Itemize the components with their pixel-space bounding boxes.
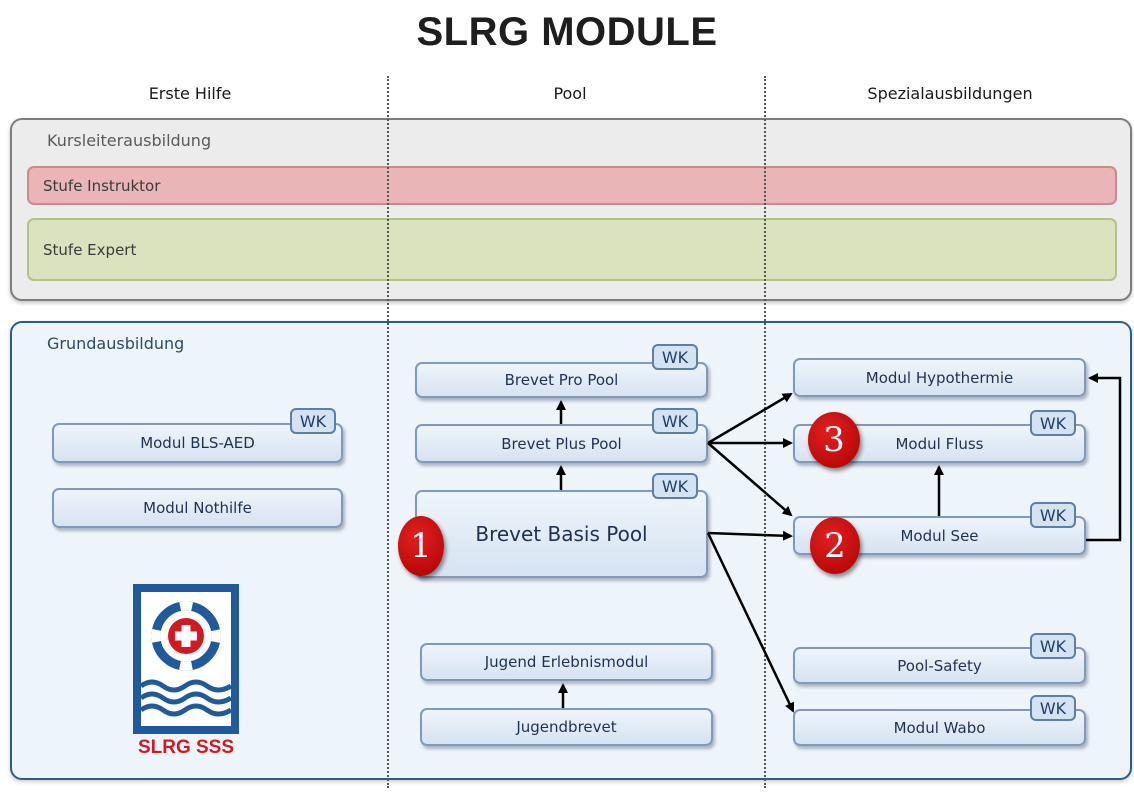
- badge-2: 2: [810, 517, 860, 574]
- column-header-pool: Pool: [553, 84, 587, 103]
- module-label: Brevet Plus Pool: [501, 434, 622, 453]
- wk-badge-fluss: WK: [1030, 410, 1076, 436]
- wk-badge-see: WK: [1030, 502, 1076, 528]
- arrow-basis-to-see: [707, 530, 793, 541]
- column-header-spezialausbildungen: Spezialausbildungen: [867, 84, 1033, 103]
- module-jugend-erlebnismodul: Jugend Erlebnismodul: [420, 643, 713, 681]
- stufe-expert-band: Stufe Expert: [27, 218, 1117, 281]
- module-label: Pool-Safety: [897, 656, 982, 675]
- module-label: Modul See: [900, 526, 979, 545]
- wk-badge-pro-pool: WK: [652, 344, 698, 370]
- module-label: Jugend Erlebnismodul: [484, 653, 649, 671]
- module-brevet-pro-pool: Brevet Pro Pool: [415, 362, 708, 398]
- module-nothilfe: Modul Nothilfe: [52, 488, 343, 528]
- module-hypothermie: Modul Hypothermie: [793, 358, 1086, 397]
- wk-badge-plus-pool: WK: [652, 408, 698, 434]
- column-divider-right: [764, 76, 766, 788]
- slrg-logo: [133, 584, 239, 734]
- column-divider-left: [387, 76, 389, 788]
- module-label: Brevet Basis Pool: [475, 522, 648, 546]
- column-header-erste-hilfe: Erste Hilfe: [148, 84, 232, 103]
- arrow-plus-to-see: [707, 442, 793, 517]
- module-label: Modul Nothilfe: [143, 499, 252, 517]
- arrow-see-to-hypothermie: [1086, 373, 1122, 542]
- module-label: Modul BLS-AED: [140, 434, 255, 452]
- badge-1: 1: [398, 516, 444, 576]
- module-label: Modul Hypothermie: [865, 368, 1014, 387]
- badge-3: 3: [808, 412, 860, 468]
- module-wabo: Modul Wabo: [793, 709, 1086, 746]
- wk-badge-bls-aed: WK: [290, 408, 336, 434]
- arrow-plus-to-hypothermie: [707, 392, 793, 445]
- module-label: Modul Fluss: [895, 434, 984, 453]
- stufe-instruktor-band: Stufe Instruktor: [27, 166, 1117, 205]
- slrg-logo-text: SLRG SSS: [137, 737, 235, 758]
- wk-badge-pool-safety: WK: [1030, 633, 1076, 659]
- grundausbildung-label: Grundausbildung: [47, 334, 185, 353]
- module-label: Brevet Pro Pool: [504, 371, 619, 389]
- wk-badge-wabo: WK: [1030, 695, 1076, 721]
- module-brevet-basis-pool: Brevet Basis Pool: [415, 490, 708, 578]
- module-jugendbrevet: Jugendbrevet: [420, 708, 713, 746]
- wk-badge-basis-pool: WK: [652, 473, 698, 499]
- module-label: Modul Wabo: [893, 718, 986, 737]
- page-title: SLRG MODULE: [416, 10, 718, 54]
- arrow-basis-to-wabo: [706, 532, 795, 713]
- module-label: Jugendbrevet: [516, 718, 617, 736]
- kursleiterausbildung-label: Kursleiterausbildung: [47, 131, 212, 150]
